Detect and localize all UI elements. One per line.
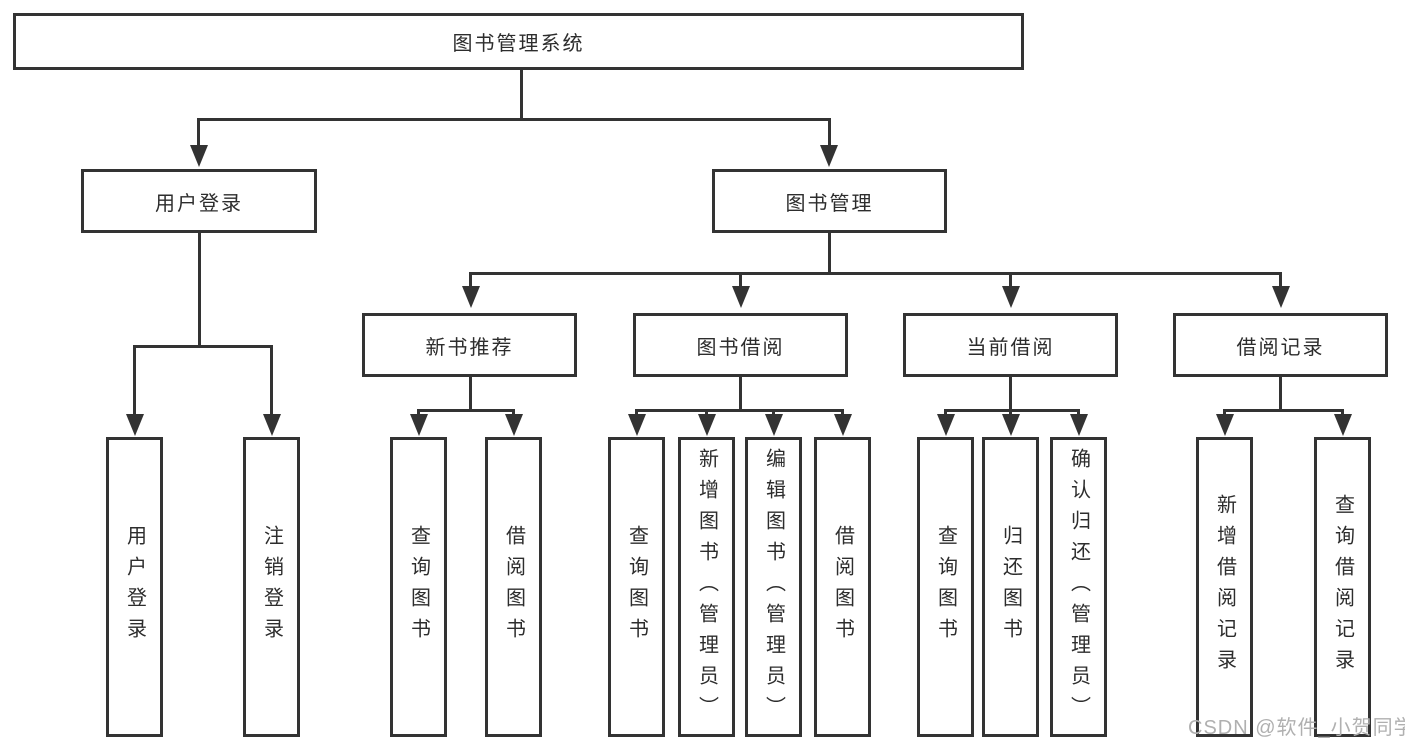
node-user-login-label: 用户登录 — [155, 192, 243, 215]
arrow-down-icon — [1334, 414, 1352, 436]
arrow-down-icon — [505, 414, 523, 436]
arrow-down-icon — [937, 414, 955, 436]
connector-line — [469, 272, 472, 288]
leaf-nb-borrow-books-label: 借阅图书 — [502, 525, 525, 649]
leaf-bb-borrow-books: 借阅图书 — [814, 437, 871, 737]
connector-line — [520, 70, 523, 118]
node-book-borrowing-label: 图书借阅 — [696, 336, 785, 359]
connector-line — [198, 233, 201, 345]
arrow-down-icon — [263, 414, 281, 436]
arrow-down-icon — [1002, 286, 1020, 308]
connector-line — [1223, 409, 1226, 416]
connector-line — [828, 233, 831, 272]
arrow-down-icon — [698, 414, 716, 436]
node-current-borrowing-label: 当前借阅 — [966, 336, 1055, 359]
connector-line — [469, 377, 472, 409]
connector-line — [635, 409, 638, 416]
connector-line — [1341, 409, 1344, 416]
connector-line — [1279, 272, 1282, 288]
node-root-label: 图书管理系统 — [452, 33, 585, 55]
connector-line — [635, 409, 844, 412]
connector-line — [133, 345, 273, 348]
connector-line — [739, 272, 742, 288]
arrow-down-icon — [462, 286, 480, 308]
connector-line — [417, 409, 420, 416]
connector-line — [270, 345, 273, 416]
arrow-down-icon — [190, 145, 208, 167]
arrow-down-icon — [820, 145, 838, 167]
node-current-borrowing: 当前借阅 — [903, 313, 1118, 377]
connector-line — [944, 409, 947, 416]
leaf-nb-query-books-label: 查询图书 — [407, 525, 430, 649]
connector-line — [841, 409, 844, 416]
node-new-book-recommend-label: 新书推荐 — [425, 336, 514, 359]
node-book-management-label: 图书管理 — [785, 192, 874, 215]
arrow-down-icon — [1070, 414, 1088, 436]
arrow-down-icon — [732, 286, 750, 308]
connector-line — [197, 118, 200, 146]
leaf-bb-edit-books-admin: 编辑图书（管理员） — [745, 437, 802, 737]
leaf-bb-edit-books-admin-label: 编辑图书（管理员） — [762, 447, 785, 727]
leaf-br-query-record: 查询借阅记录 — [1314, 437, 1371, 737]
leaf-cb-confirm-return-admin: 确认归还（管理员） — [1050, 437, 1107, 737]
connector-line — [197, 118, 831, 121]
connector-line — [1223, 409, 1344, 412]
leaf-br-add-record: 新增借阅记录 — [1196, 437, 1253, 737]
connector-line — [1009, 377, 1012, 409]
leaf-nb-query-books: 查询图书 — [390, 437, 447, 737]
node-book-borrowing: 图书借阅 — [633, 313, 848, 377]
leaf-bb-borrow-books-label: 借阅图书 — [831, 525, 854, 649]
connector-line — [512, 409, 515, 416]
connector-line — [944, 409, 1080, 412]
leaf-bb-add-books-admin: 新增图书（管理员） — [678, 437, 735, 737]
node-borrow-records: 借阅记录 — [1173, 313, 1388, 377]
arrow-down-icon — [628, 414, 646, 436]
leaf-cb-return-books: 归还图书 — [982, 437, 1039, 737]
connector-line — [417, 409, 515, 412]
connector-line — [739, 377, 742, 409]
arrow-down-icon — [410, 414, 428, 436]
connector-line — [133, 345, 136, 416]
leaf-nb-borrow-books: 借阅图书 — [485, 437, 542, 737]
watermark: CSDN @软件_小贺同学 — [1188, 717, 1405, 739]
leaf-bb-query-books: 查询图书 — [608, 437, 665, 737]
leaf-logout: 注销登录 — [243, 437, 300, 737]
connector-line — [772, 409, 775, 416]
node-root: 图书管理系统 — [13, 13, 1024, 70]
connector-line — [1279, 377, 1282, 409]
leaf-br-add-record-label: 新增借阅记录 — [1213, 494, 1236, 680]
leaf-cb-confirm-return-admin-label: 确认归还（管理员） — [1067, 447, 1090, 727]
connector-line — [828, 118, 831, 146]
arrow-down-icon — [126, 414, 144, 436]
arrow-down-icon — [1272, 286, 1290, 308]
arrow-down-icon — [765, 414, 783, 436]
leaf-logout-label: 注销登录 — [260, 525, 283, 649]
leaf-cb-query-books-label: 查询图书 — [934, 525, 957, 649]
leaf-br-query-record-label: 查询借阅记录 — [1331, 494, 1354, 680]
leaf-cb-query-books: 查询图书 — [917, 437, 974, 737]
leaf-bb-query-books-label: 查询图书 — [625, 525, 648, 649]
node-user-login: 用户登录 — [81, 169, 317, 233]
connector-line — [1009, 272, 1012, 288]
connector-line — [1009, 409, 1012, 416]
connector-line — [469, 272, 1282, 275]
arrow-down-icon — [1002, 414, 1020, 436]
arrow-down-icon — [1216, 414, 1234, 436]
node-new-book-recommend: 新书推荐 — [362, 313, 577, 377]
leaf-user-login: 用户登录 — [106, 437, 163, 737]
node-borrow-records-label: 借阅记录 — [1236, 336, 1325, 359]
arrow-down-icon — [834, 414, 852, 436]
node-book-management: 图书管理 — [712, 169, 947, 233]
leaf-cb-return-books-label: 归还图书 — [999, 525, 1022, 649]
leaf-user-login-label: 用户登录 — [123, 525, 146, 649]
leaf-bb-add-books-admin-label: 新增图书（管理员） — [695, 447, 718, 727]
connector-line — [1077, 409, 1080, 416]
connector-line — [705, 409, 708, 416]
